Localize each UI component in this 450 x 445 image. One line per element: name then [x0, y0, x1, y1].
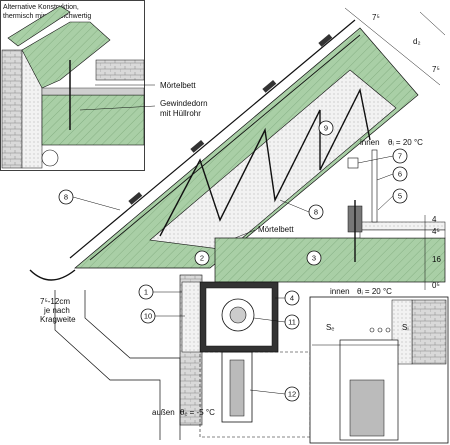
svg-text:10: 10	[144, 312, 152, 321]
callout-3: 3	[306, 250, 322, 266]
callout-10: 10	[140, 308, 185, 324]
inset-label-mortar: Mörtelbett	[160, 81, 196, 90]
callout-6: 6	[376, 166, 408, 182]
callout-11: 11	[253, 314, 300, 330]
svg-text:9: 9	[324, 124, 328, 133]
roof-rebar	[89, 34, 361, 261]
inner-partition	[371, 149, 378, 223]
svg-text:4: 4	[290, 294, 294, 303]
label-si: Sᵢ	[402, 323, 409, 332]
floor-insulation-layer	[359, 229, 446, 239]
label-inside-top: innen	[360, 138, 380, 147]
callout-8-right: 8	[279, 199, 324, 220]
label-inside-bottom-temp: θᵢ = 20 °C	[357, 287, 392, 296]
dim-right-2: 4⁵	[432, 227, 440, 236]
inset-masonry	[1, 49, 23, 169]
inset-roller-icon	[41, 149, 59, 167]
inset-beam	[95, 59, 145, 81]
downpipe-outline	[54, 290, 161, 440]
callout-12: 12	[249, 386, 300, 402]
inset-label-dowel-line2: mit Hüllrohr	[160, 109, 201, 118]
inset-roof-top	[7, 5, 71, 47]
roof-lattice-girder	[159, 87, 371, 237]
roof-tiles	[128, 33, 333, 205]
svg-text:2: 2	[200, 254, 204, 263]
connector-plate	[347, 157, 359, 169]
svg-text:8: 8	[64, 193, 68, 202]
label-outside: außen	[152, 408, 175, 417]
window-profile	[229, 359, 245, 417]
callout-1: 1	[138, 284, 182, 300]
dim-right-1: 4	[432, 215, 437, 224]
label-overhang-line3: Kragweite	[40, 315, 76, 324]
inset-slab	[41, 94, 145, 146]
label-outside-temp: θₑ = -5 °C	[180, 408, 215, 417]
inset-mortar-bed	[41, 87, 145, 96]
dim-right-3: 16	[432, 255, 441, 264]
window-detail	[309, 296, 449, 444]
callout-4: 4	[275, 290, 300, 306]
svg-text:12: 12	[288, 390, 296, 399]
svg-text:7: 7	[398, 152, 402, 161]
svg-text:6: 6	[398, 170, 402, 179]
roof-insulation	[149, 69, 397, 251]
callout-8-left: 8	[58, 189, 121, 211]
dim-top-2: d₂	[413, 37, 421, 46]
inset-label-dowel-line1: Gewindedorn	[160, 99, 208, 108]
inset-detail: Alternative Konstruktion, thermisch mind…	[0, 0, 156, 171]
dim-right-4: 0⁵	[432, 281, 440, 290]
gutter	[29, 269, 76, 281]
svg-text:5: 5	[398, 192, 402, 201]
svg-text:11: 11	[288, 318, 296, 327]
roof-construction	[69, 19, 419, 269]
label-inside-top-temp: θᵢ = 20 °C	[388, 138, 423, 147]
label-overhang-line2: je nach	[43, 306, 70, 315]
dim-top-3: 7⁵	[432, 65, 440, 74]
dimension-lines	[344, 7, 446, 290]
roof-tile-line	[69, 19, 356, 259]
svg-text:3: 3	[312, 254, 316, 263]
callout-5: 5	[377, 188, 408, 211]
callout-7: 7	[357, 148, 408, 164]
callout-2: 2	[194, 250, 210, 266]
inset-roof-element	[21, 21, 111, 89]
label-inside-bottom: innen	[330, 287, 350, 296]
lintel-insulation	[181, 281, 201, 353]
label-overhang-line1: 7⁵-12cm	[40, 297, 70, 306]
svg-text:1: 1	[144, 288, 148, 297]
callout-9: 9	[318, 120, 334, 136]
downpipe-outline-inner	[84, 290, 181, 440]
roller-core-icon	[229, 306, 247, 324]
svg-text:8: 8	[314, 208, 318, 217]
label-mortar-main: Mörtelbett	[258, 225, 294, 234]
inset-title-line1: Alternative Konstruktion,	[3, 4, 79, 11]
dim-top-1: 7⁵	[372, 13, 380, 22]
label-se: Sₑ	[326, 323, 334, 332]
floor-slab	[214, 237, 446, 283]
